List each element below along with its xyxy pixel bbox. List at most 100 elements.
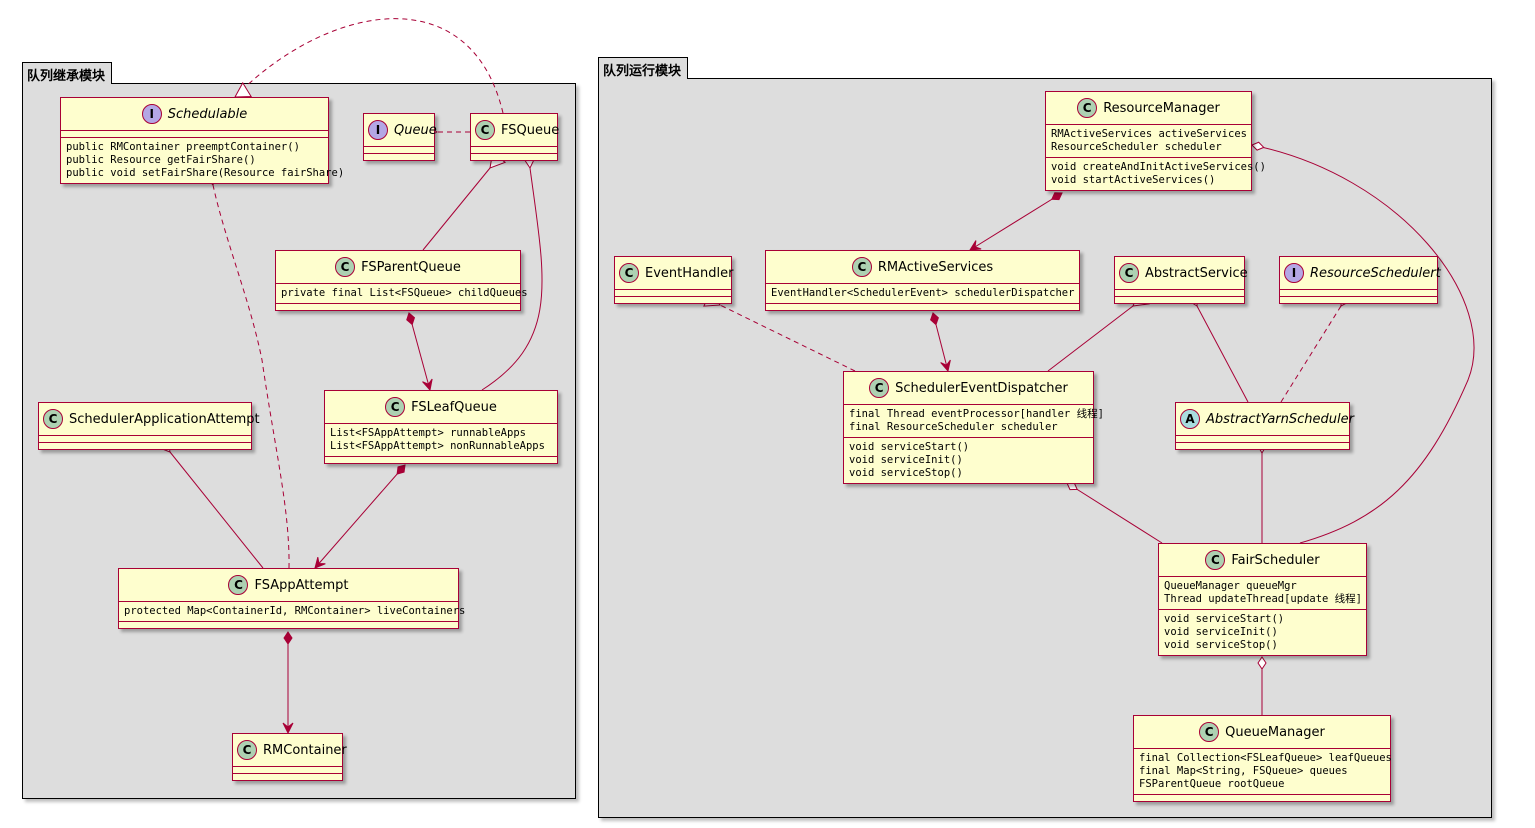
class-fields-section: [615, 289, 731, 296]
class-methods-section: [1134, 794, 1390, 801]
extension-edge-abstractyarnscheduler-abstractservice: [1196, 305, 1249, 403]
aggregation-edge-schedulereventdispatcher-fairscheduler: [1066, 482, 1163, 544]
class-name: ResourceSchedulert: [1310, 265, 1441, 281]
stereotype-c-icon: C: [475, 120, 495, 140]
class-name: AbstractService: [1145, 265, 1248, 281]
navigation-arrowhead: [422, 378, 433, 392]
composition-edge-fsleafqueue-fsappattempt: [314, 464, 406, 569]
class-fields-section: private final List<FSQueue> childQueues: [276, 283, 528, 303]
composition-edge-fsparentqueue-fsleafqueue: [408, 312, 431, 391]
package-runtime-label: 队列运行模块: [603, 64, 682, 79]
composition-diamond: [1051, 192, 1063, 201]
class-header: C FSQueue: [471, 114, 560, 146]
composition-diamond: [930, 312, 939, 326]
class-field: FSParentQueue rootQueue: [1139, 778, 1285, 790]
class-name: FSQueue: [501, 122, 560, 138]
stereotype-c-icon: C: [385, 397, 406, 417]
class-header: C EventHandler: [615, 257, 734, 289]
class-eventhandler[interactable]: C EventHandler: [614, 256, 734, 304]
stereotype-c-icon: C: [237, 740, 257, 760]
class-methods-section: void serviceStart()void serviceInit()voi…: [844, 437, 1093, 483]
class-name: FSAppAttempt: [254, 577, 349, 593]
class-field: private final List<FSQueue> childQueues: [281, 287, 528, 299]
class-methods-section: [233, 773, 342, 780]
class-name: QueueManager: [1225, 724, 1325, 740]
class-name: SchedulerEventDispatcher: [895, 380, 1068, 396]
class-method: void serviceStop(): [1164, 639, 1278, 651]
class-field: ResourceScheduler scheduler: [1051, 141, 1222, 153]
class-abstractservice[interactable]: C AbstractService: [1114, 256, 1248, 304]
class-method: void startActiveServices(): [1051, 174, 1216, 186]
class-fields-section: final Thread eventProcessor[handler 线程]f…: [844, 404, 1104, 437]
class-field: List<FSAppAttempt> runnableApps: [330, 427, 526, 439]
stereotype-c-icon: C: [228, 575, 249, 595]
class-fsappattempt[interactable]: C FSAppAttempt protected Map<ContainerId, …: [118, 568, 466, 629]
stereotype-c-icon: C: [619, 263, 639, 283]
realization-edge-schedulereventdispatcher-eventhandler: [719, 304, 856, 372]
class-fields-section: [61, 130, 328, 137]
class-methods-section: void createAndInitActiveServices()void s…: [1046, 157, 1266, 190]
class-field: RMActiveServices activeServices: [1051, 128, 1247, 140]
class-field: final ResourceScheduler scheduler: [849, 421, 1058, 433]
class-method: void serviceStop(): [849, 467, 963, 479]
class-method: public void setFairShare(Resource fairSh…: [66, 167, 345, 179]
stereotype-c-icon: C: [851, 257, 872, 277]
composition-diamond: [283, 631, 293, 645]
stereotype-c-icon: C: [1119, 263, 1139, 283]
class-methods-section: [1115, 296, 1244, 303]
class-methods-section: [39, 442, 251, 449]
class-fields-section: [39, 435, 251, 442]
extension-edge-schedulereventdispatcher-abstractservice: [1047, 305, 1134, 372]
stereotype-i-icon: I: [141, 104, 162, 124]
navigation-arrowhead: [940, 359, 951, 373]
class-name: EventHandler: [645, 265, 734, 281]
stereotype-c-icon: C: [43, 409, 63, 429]
class-methods-section: void serviceStart()void serviceInit()voi…: [1159, 609, 1366, 655]
class-method: void serviceStart(): [1164, 613, 1285, 625]
class-fsqueue[interactable]: C FSQueue: [470, 113, 560, 161]
class-field: final Map<String, FSQueue> queues: [1139, 765, 1348, 777]
class-methods-section: [1176, 442, 1349, 449]
class-fields-section: [471, 146, 557, 153]
class-name: RMActiveServices: [877, 259, 994, 275]
class-field: EventHandler<SchedulerEvent> schedulerDi…: [771, 287, 1075, 299]
class-name: Queue: [394, 122, 437, 138]
composition-diamond: [406, 312, 416, 326]
class-fields-section: [233, 766, 342, 773]
aggregation-diamond: [1257, 656, 1267, 670]
class-methods-section: [615, 296, 731, 303]
class-fields-section: [364, 146, 434, 153]
class-field: protected Map<ContainerId, RMContainer> …: [124, 605, 466, 617]
extension-edge-fsleafqueue-fsqueue: [481, 167, 543, 391]
extension-edge-fsparentqueue-fsqueue: [422, 167, 491, 251]
class-header: C RMActiveServices: [766, 251, 1079, 283]
stereotype-c-icon: C: [1199, 722, 1220, 742]
class-methods-section: [119, 621, 458, 628]
class-method: void serviceInit(): [849, 454, 963, 466]
realization-edge-abstractyarnscheduler-resourceschedulert: [1280, 305, 1342, 403]
class-fields-section: protected Map<ContainerId, RMContainer> …: [119, 601, 466, 621]
